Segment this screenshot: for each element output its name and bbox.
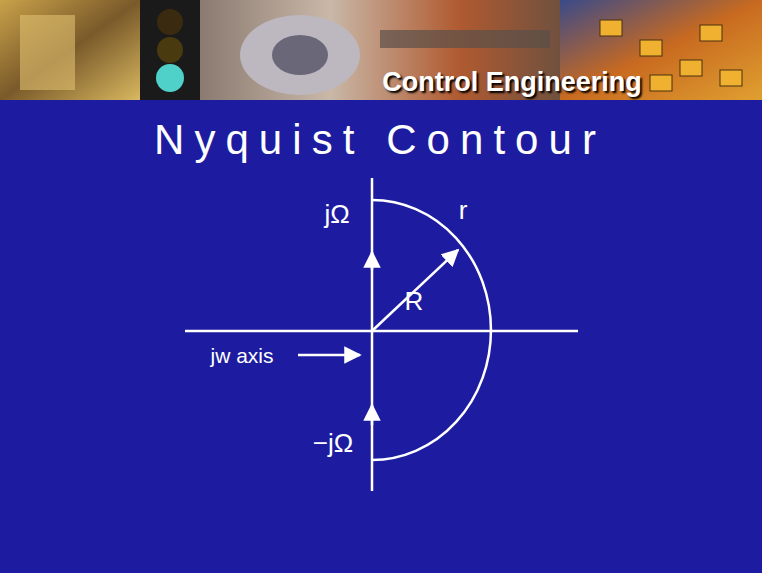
axis-callout: jw axis bbox=[210, 345, 273, 366]
axis-label: jΩ bbox=[324, 201, 349, 227]
banner-title: Control Engineering bbox=[382, 69, 642, 96]
contour-label: r bbox=[459, 197, 468, 223]
axis-label: −jΩ bbox=[313, 430, 353, 456]
slide-title: Nyquist Contour bbox=[154, 119, 606, 161]
banner-photo bbox=[0, 0, 762, 100]
radius-label: R bbox=[405, 288, 424, 314]
nyquist-contour bbox=[185, 178, 578, 491]
